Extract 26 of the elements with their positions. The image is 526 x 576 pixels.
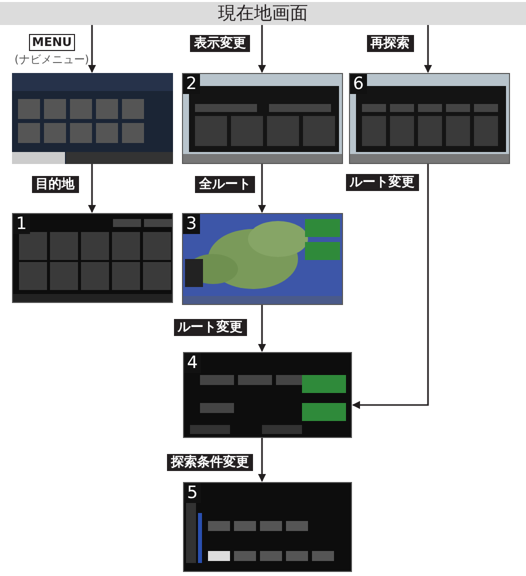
arrow [258,305,266,352]
edge-label: ルート変更 [174,318,246,336]
title: 現在地画面 [217,2,309,25]
edge-label: MENU [29,34,75,50]
edge-label: 目的地 [32,176,78,192]
title-band [0,2,526,25]
arrow [258,25,266,73]
screen-number: 3 [183,214,200,234]
edge-label: 再探索 [366,34,414,52]
screen-number: 4 [184,353,201,373]
screen-number: 5 [184,483,201,503]
screen-number: 1 [13,214,30,234]
edge-label: 探索条件変更 [167,454,253,470]
arrow [258,438,266,482]
arrow [88,25,96,73]
screen-number: 2 [183,74,200,94]
edge-label: ルート変更 [346,174,418,190]
screen-number: 6 [350,74,367,94]
note-text: (ナビメニュー) [14,53,90,67]
edge-label: 全ルート [195,176,255,192]
picture [12,73,173,164]
edge-label: 表示変更 [190,34,250,52]
arrow [88,164,96,213]
arrow [424,25,432,73]
arrow [258,164,266,213]
arrow [352,164,429,409]
